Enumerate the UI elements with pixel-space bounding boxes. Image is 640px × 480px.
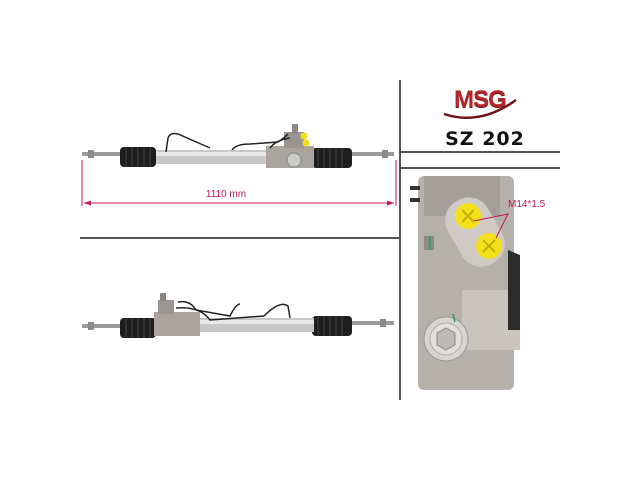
boot-right <box>312 316 352 336</box>
vertical-divider <box>399 80 401 400</box>
overall-length-label: 1110 mm <box>205 189 247 200</box>
thread-spec-label: M14*1.5 <box>508 199 546 210</box>
brand-logo: MSG <box>440 86 520 120</box>
left-horizontal-divider <box>80 237 400 239</box>
boot-left <box>120 147 156 167</box>
boot-left <box>120 318 156 338</box>
right-divider-lower <box>399 167 560 169</box>
brand-logo-text: MSG <box>454 86 507 113</box>
right-divider-upper <box>399 151 560 153</box>
part-number: SZ 202 <box>445 128 525 150</box>
boot-right <box>312 148 352 168</box>
